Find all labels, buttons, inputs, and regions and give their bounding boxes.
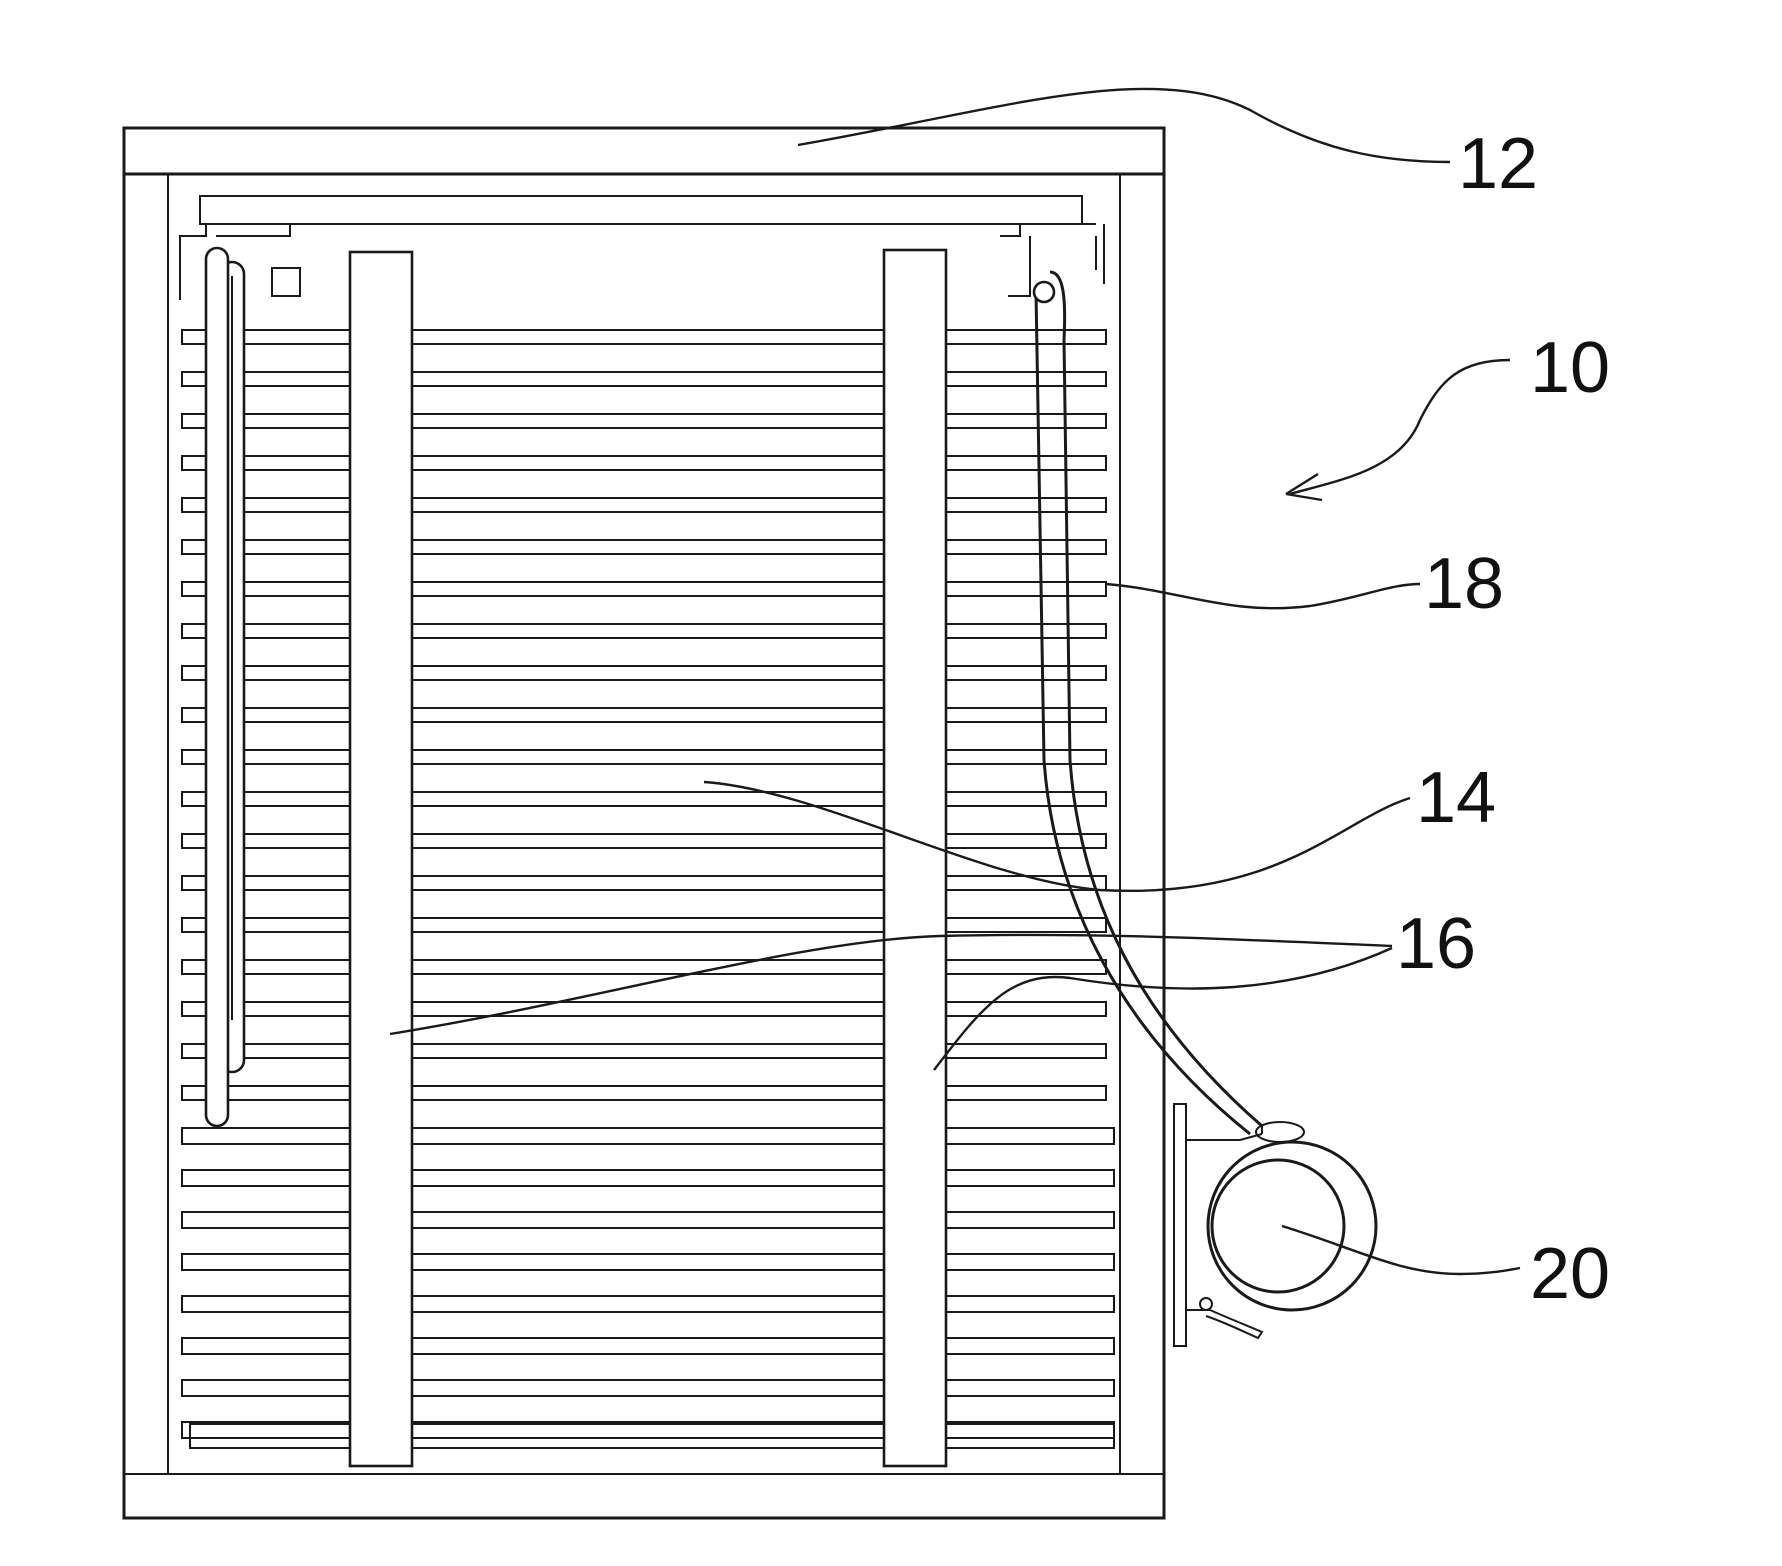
slat: [182, 1254, 1114, 1270]
slat: [182, 330, 1106, 344]
slat: [182, 708, 1106, 722]
hose: [1034, 272, 1262, 1134]
reel: [1174, 1104, 1376, 1346]
leader-18: [1106, 584, 1420, 608]
reel-inner-disc: [1212, 1160, 1344, 1292]
slat: [182, 1380, 1114, 1396]
label-18: 18: [1424, 544, 1504, 624]
slat: [182, 1086, 1106, 1100]
slat-bottom: [190, 1424, 1114, 1448]
label-10: 10: [1530, 328, 1610, 408]
slat: [182, 456, 1106, 470]
slat: [182, 1212, 1114, 1228]
slat: [182, 414, 1106, 428]
label-14: 14: [1416, 758, 1496, 838]
label-16: 16: [1396, 904, 1476, 984]
leader-lines: [390, 89, 1520, 1274]
leader-10: [1290, 360, 1510, 494]
outer-frame: [124, 128, 1164, 1518]
slat: [182, 582, 1106, 596]
leader-14: [704, 782, 1410, 891]
slat: [182, 1338, 1114, 1354]
slat: [182, 1170, 1114, 1186]
vertical-strips: [350, 250, 946, 1466]
vertical-strip-right: [884, 250, 946, 1466]
label-12: 12: [1458, 124, 1538, 204]
reel-outer-ring: [1208, 1142, 1376, 1310]
slat: [182, 750, 1106, 764]
slat: [182, 918, 1106, 932]
leader-20: [1282, 1226, 1520, 1274]
vertical-strip-left: [350, 252, 412, 1466]
slat: [182, 960, 1106, 974]
slat: [182, 1296, 1114, 1312]
slat: [182, 666, 1106, 680]
top-brackets: [180, 224, 1104, 300]
slat-array: [182, 330, 1114, 1448]
slat: [182, 372, 1106, 386]
slat: [182, 792, 1106, 806]
slat: [182, 624, 1106, 638]
slat: [182, 1002, 1106, 1016]
slat: [182, 876, 1106, 890]
slat: [182, 498, 1106, 512]
hose-end-circle: [1034, 282, 1054, 302]
label-20: 20: [1530, 1234, 1610, 1314]
leader-12: [798, 89, 1450, 162]
reference-labels: 12 10 18 14 16 20: [1396, 124, 1610, 1314]
slat: [182, 834, 1106, 848]
left-tube: [206, 248, 244, 1126]
slat: [182, 1044, 1106, 1058]
slat: [182, 540, 1106, 554]
slat: [182, 1128, 1114, 1144]
